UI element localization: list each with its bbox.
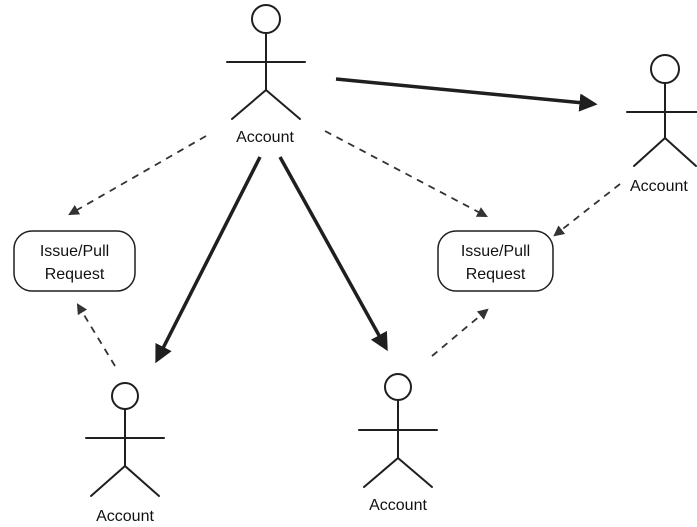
issue-node-line-2: Request [45,266,105,283]
actor-label: Account [96,508,154,525]
issue-node-line-2: Request [466,266,526,283]
issue-node-line-1: Issue/Pull [461,243,530,260]
actor-head-icon [650,54,680,84]
edge-right-to-issue-right [553,183,621,237]
actor-leg-right [397,457,433,488]
edge-bottom-left-to-issue-left [76,303,116,367]
edge-top-to-right [335,77,598,112]
edge-top-to-bottom-middle [278,156,388,352]
actor-leg-left [90,465,126,497]
issue-node-box [437,230,554,292]
issue-node-right: Issue/Pull Request [437,230,554,292]
actor-leg-left [363,457,399,488]
actor-leg-left [231,89,267,120]
actor-leg-right [265,89,301,120]
actor-label: Account [630,178,688,195]
edge-top-to-issue-right [324,130,488,218]
edges [68,77,621,367]
actor-bottom-middle: Account [358,373,438,514]
actor-label: Account [236,129,294,146]
actor-top: Account [226,4,306,146]
actor-leg-right [124,465,160,497]
actor-bottom-left: Account [85,382,165,525]
actor-label: Account [369,497,427,514]
actor-leg-left [633,137,666,167]
issue-node-line-1: Issue/Pull [40,243,109,260]
issue-node-box [13,230,136,292]
edge-top-to-issue-left [68,135,207,216]
actor-head-icon [251,4,281,34]
actor-right: Account [626,54,697,195]
edge-top-to-bottom-left [155,156,262,364]
issue-node-left: Issue/Pull Request [13,230,136,292]
actor-leg-right [664,137,697,167]
edge-bottom-middle-to-issue-right [431,308,489,357]
actor-head-icon [384,373,412,401]
actor-head-icon [111,382,139,410]
